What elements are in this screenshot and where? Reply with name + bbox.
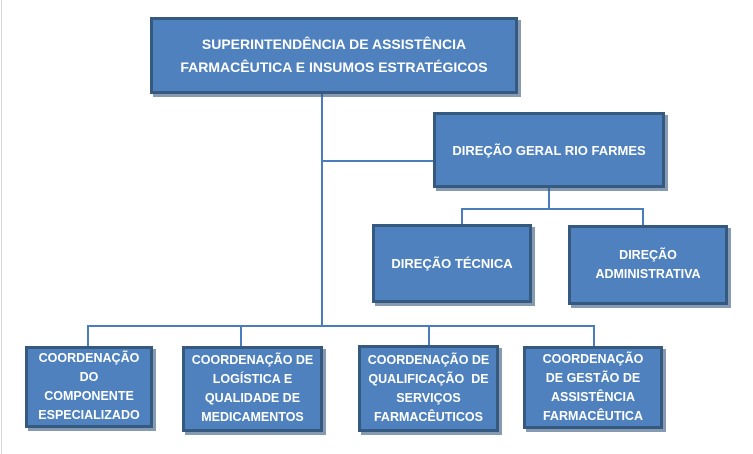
connector-geral-down xyxy=(548,188,550,209)
node-direcao-geral-rio-farmes: DIREÇÃO GERAL RIO FARMES xyxy=(433,112,665,188)
node-direcao-tecnica: DIREÇÃO TÉCNICA xyxy=(372,224,532,303)
node-direcao-administrativa: DIREÇÃO ADMINISTRATIVA xyxy=(568,225,728,305)
connector-drop-tecnica xyxy=(461,208,463,224)
connector-drop-coord-1 xyxy=(87,325,89,346)
connector-drop-coord-3 xyxy=(428,325,430,345)
connector-drop-administrativa xyxy=(642,208,644,225)
connector-drop-coord-4 xyxy=(593,325,595,346)
connector-to-direcao-geral xyxy=(321,160,433,162)
slide-left-edge-line xyxy=(1,0,2,454)
node-superintendencia: SUPERINTENDÊNCIA DE ASSISTÊNCIA FARMACÊU… xyxy=(150,17,518,94)
connector-drop-coord-2 xyxy=(240,325,242,346)
node-coord-qualificacao-servicos: COORDENAÇÃO DE QUALIFICAÇÃO DE SERVIÇOS … xyxy=(358,345,499,432)
node-coord-gestao-assistencia: COORDENAÇÃO DE GESTÃO DE ASSISTÊNCIA FAR… xyxy=(523,346,663,429)
node-coord-componente-especializado: COORDENAÇÃO DO COMPONENTE ESPECIALIZADO xyxy=(25,346,153,428)
connector-direcoes-horizontal xyxy=(461,208,644,210)
connector-root-vertical xyxy=(321,94,323,327)
connector-coords-horizontal xyxy=(87,325,595,327)
node-coord-logistica-qualidade: COORDENAÇÃO DE LOGÍSTICA E QUALIDADE DE … xyxy=(182,346,323,432)
